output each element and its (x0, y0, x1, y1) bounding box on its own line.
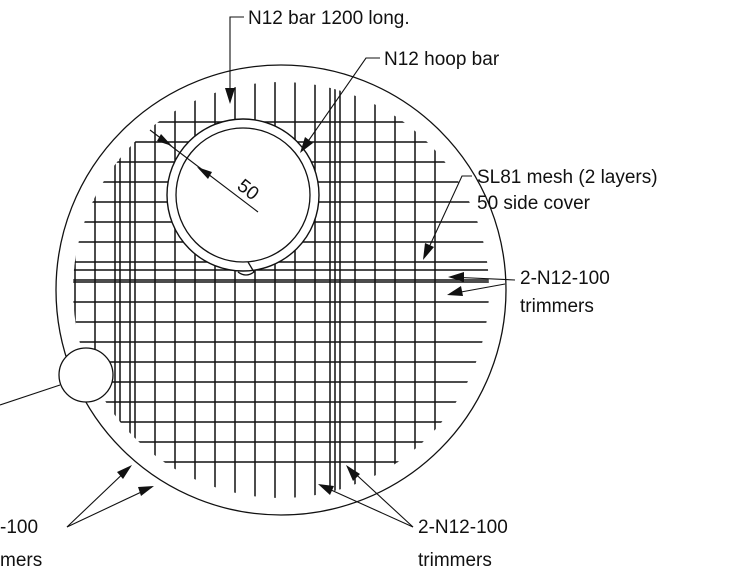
mesh-label-line1: SL81 mesh (2 layers) (477, 167, 658, 188)
opening-outer-circle (166, 118, 320, 272)
trimmers-right-arrow-1 (448, 272, 464, 282)
outer-circle (55, 64, 507, 516)
top-bar-leader (229, 16, 244, 102)
mesh-label-line2: 50 side cover (477, 193, 591, 214)
trimmers-br-arrow-1 (318, 484, 334, 495)
trimmers-right-arrow-2 (447, 286, 463, 296)
trimmers-right-line2: trimmers (520, 296, 594, 317)
mesh-arrow (423, 243, 434, 260)
top-bar-label: N12 bar 1200 long. (248, 8, 410, 29)
trimmers-bl-leader-1 (66, 466, 131, 528)
trimmers-br-line2: trimmers (418, 550, 492, 571)
trimmers-br-leader-1 (319, 484, 414, 528)
trimmers-bl-arrow-2 (138, 486, 154, 496)
top-bar-arrow (225, 88, 235, 104)
detail-leader (0, 384, 61, 406)
mesh-leader (424, 175, 472, 257)
cover-dim-arrow-2 (197, 167, 212, 179)
trimmers-br-arrow-2 (346, 465, 360, 481)
hoop-bar-circle (175, 127, 311, 263)
trimmers-right-line1: 2-N12-100 (520, 268, 610, 289)
trimmers-bl-arrow-1 (117, 465, 132, 479)
trimmers-bl-leader-2 (66, 486, 153, 528)
hoop-bar-label: N12 hoop bar (384, 49, 500, 70)
trimmers-bl-line2: mers (0, 550, 42, 571)
cover-dim-arrow-1 (157, 134, 172, 146)
trimmers-br-line1: 2-N12-100 (418, 517, 508, 538)
trimmers-br-leader-2 (347, 466, 414, 528)
trimmers-bl-line1: -100 (0, 517, 38, 538)
detail-circle (58, 347, 114, 403)
hoop-bar-arrow (300, 137, 313, 153)
hoop-bar-leader (301, 57, 380, 151)
hoop-bar-lap (237, 261, 255, 276)
